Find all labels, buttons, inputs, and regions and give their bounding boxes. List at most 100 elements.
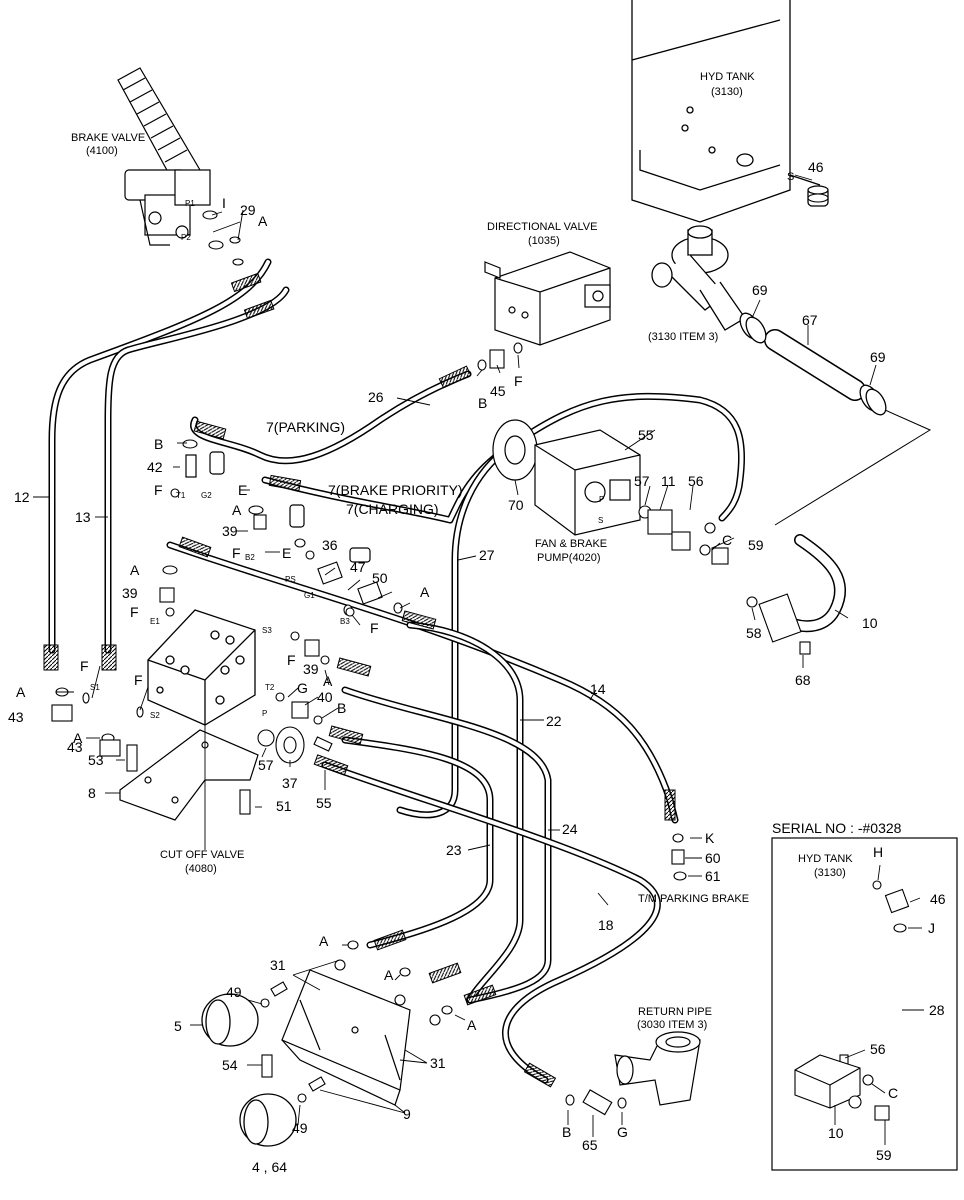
callout-46: 46 xyxy=(808,159,824,175)
callout-f-b: F xyxy=(232,545,241,561)
callout-36: 36 xyxy=(322,537,338,553)
inset-hyd-tank-number: (3130) xyxy=(814,867,846,879)
inset-labels: SERIAL NO : -#0328 HYD TANK (3130) H 46 … xyxy=(772,820,946,1163)
callout-f-g: F xyxy=(134,672,143,688)
cut-off-valve xyxy=(147,609,256,726)
callout-50: 50 xyxy=(372,570,388,586)
brake-valve-number: (4100) xyxy=(86,145,118,157)
callout-10: 10 xyxy=(862,615,878,631)
callout-49b: 49 xyxy=(292,1120,308,1136)
callout-40: 40 xyxy=(317,689,333,705)
callout-a-j: A xyxy=(467,1017,477,1033)
callout-69b: 69 xyxy=(870,349,886,365)
port-p1: P1 xyxy=(185,199,195,208)
callout-49a: 49 xyxy=(226,984,242,1000)
accumulator-5 xyxy=(201,993,259,1047)
inset-callout-46: 46 xyxy=(930,891,946,907)
port-s2: S2 xyxy=(150,711,160,720)
callout-57b: 57 xyxy=(258,757,274,773)
pipe-18 xyxy=(321,761,661,1084)
directional-valve-number: (1035) xyxy=(528,235,560,247)
callout-43a: 43 xyxy=(8,709,24,725)
callout-a-g: A xyxy=(73,730,83,746)
callout-39c: 39 xyxy=(303,661,319,677)
callout-f-e: F xyxy=(287,652,296,668)
leader-69 xyxy=(774,409,932,526)
callout-65: 65 xyxy=(582,1137,598,1153)
callout-f-d: F xyxy=(130,604,139,620)
callout-59: 59 xyxy=(748,537,764,553)
callout-43b: 43 xyxy=(67,739,83,755)
cut-off-valve-number: (4080) xyxy=(185,863,217,875)
hose-clamps-69 xyxy=(739,312,887,416)
port-s3: S3 xyxy=(262,626,272,635)
callout-14: 14 xyxy=(590,681,606,697)
inset-callout-j: J xyxy=(928,920,935,936)
callout-s-tank: S xyxy=(787,171,794,183)
callout-56: 56 xyxy=(688,473,704,489)
inset-callout-c: C xyxy=(888,1085,898,1101)
bracket-8 xyxy=(119,729,259,821)
callout-13: 13 xyxy=(75,509,91,525)
hose-14 xyxy=(166,541,679,824)
inset-box xyxy=(771,837,958,1171)
callout-e-a: E xyxy=(238,482,247,498)
callout-b-dv: B xyxy=(478,395,487,411)
cut-off-valve-title: CUT OFF VALVE xyxy=(160,849,244,861)
port-s-pump: S xyxy=(598,516,603,525)
inset-callout-28: 28 xyxy=(929,1002,945,1018)
pipe-24 xyxy=(341,686,552,1004)
callout-69a: 69 xyxy=(752,282,768,298)
callout-26: 26 xyxy=(368,389,384,405)
callout-5: 5 xyxy=(174,1018,182,1034)
fittings xyxy=(51,193,829,1116)
hose-67 xyxy=(764,329,866,401)
hose-27 xyxy=(261,392,746,524)
callout-51: 51 xyxy=(276,798,292,814)
callout-47: 47 xyxy=(350,559,366,575)
callout-53: 53 xyxy=(88,752,104,768)
callout-a-b: A xyxy=(232,502,242,518)
callout-55a: 55 xyxy=(638,427,654,443)
callout-b-c: B xyxy=(562,1124,571,1140)
callout-b-b: B xyxy=(337,700,346,716)
callout-f-f: F xyxy=(80,658,89,674)
tank-item-label: (3130 ITEM 3) xyxy=(648,331,718,343)
callout-45: 45 xyxy=(490,383,506,399)
directional-valve-title: DIRECTIONAL VALVE xyxy=(487,221,597,233)
inset-callout-59: 59 xyxy=(876,1147,892,1163)
port-p: P xyxy=(262,709,267,718)
leader-lines xyxy=(33,174,924,1145)
hose-10 xyxy=(774,534,846,633)
callout-8: 8 xyxy=(88,785,96,801)
callout-g-a: G xyxy=(297,680,308,696)
port-e1: E1 xyxy=(150,617,160,626)
inset-callout-10: 10 xyxy=(828,1125,844,1141)
callout-11: 11 xyxy=(661,473,676,489)
hose-fittings xyxy=(43,272,902,1088)
port-ps: PS xyxy=(285,575,296,584)
callout-c-pump: C xyxy=(722,532,732,548)
port-s1: S1 xyxy=(90,683,100,692)
inset-hyd-tank-title: HYD TANK xyxy=(798,853,853,865)
callout-a-h: A xyxy=(319,933,329,949)
callout-9: 9 xyxy=(403,1106,411,1122)
callout-54: 54 xyxy=(222,1057,238,1073)
port-g1: G1 xyxy=(304,591,315,600)
callout-a-c: A xyxy=(420,584,430,600)
return-pipe-title: RETURN PIPE xyxy=(638,1006,712,1018)
callout-labels: 12 13 29 I A 26 45 B F 46 S 69 67 69 55 … xyxy=(8,159,886,1175)
callout-31a: 31 xyxy=(270,957,286,973)
port-t2: T2 xyxy=(265,683,275,692)
callout-e-b: E xyxy=(282,545,291,561)
pipe-23 xyxy=(341,736,494,949)
callout-a-i: A xyxy=(384,967,394,983)
hyd-tank xyxy=(631,0,821,223)
tank-outlet xyxy=(651,225,746,331)
callout-68: 68 xyxy=(795,672,811,688)
callout-60: 60 xyxy=(705,850,721,866)
callout-a-f: A xyxy=(16,684,26,700)
callout-57a: 57 xyxy=(634,473,650,489)
return-pipe-number: (3030 ITEM 3) xyxy=(637,1019,707,1031)
